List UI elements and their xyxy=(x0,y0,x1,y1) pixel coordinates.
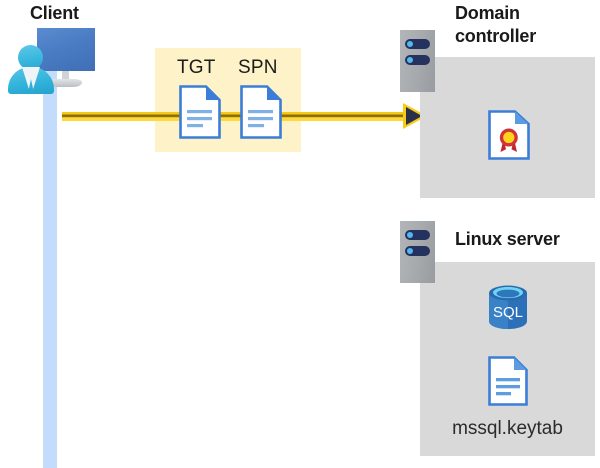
linux-server-title: Linux server xyxy=(455,229,560,249)
sql-database-icon: SQL xyxy=(489,285,527,329)
server-led-icon xyxy=(405,246,430,256)
message-arrowhead-icon xyxy=(406,107,422,125)
person-head-icon xyxy=(18,45,43,70)
domain-controller-title: Domain controller xyxy=(455,3,537,46)
sql-database-label: SQL xyxy=(493,304,523,321)
server-led-icon xyxy=(405,39,430,49)
keytab-filename-caption: mssql.keytab xyxy=(452,418,563,439)
server-led-icon xyxy=(405,230,430,240)
linux-server-rack-icon xyxy=(400,221,435,283)
monitor-base-icon xyxy=(49,79,82,87)
client-title: Client xyxy=(30,3,79,23)
domain-controller-server-rack-icon xyxy=(400,30,435,92)
spn-label: SPN xyxy=(238,57,278,78)
spn-document-icon xyxy=(240,85,282,139)
keytab-document-icon xyxy=(488,356,528,406)
client-lifeline xyxy=(43,70,57,468)
tgt-document-icon xyxy=(179,85,221,139)
client-user-monitor-icon xyxy=(8,27,96,94)
message-arrow-line xyxy=(62,112,408,121)
server-led-icon xyxy=(405,55,430,65)
tgt-label: TGT xyxy=(177,57,216,78)
certificate-document-icon xyxy=(488,110,530,160)
monitor-neck-icon xyxy=(62,71,69,80)
monitor-screen-icon xyxy=(37,28,95,71)
